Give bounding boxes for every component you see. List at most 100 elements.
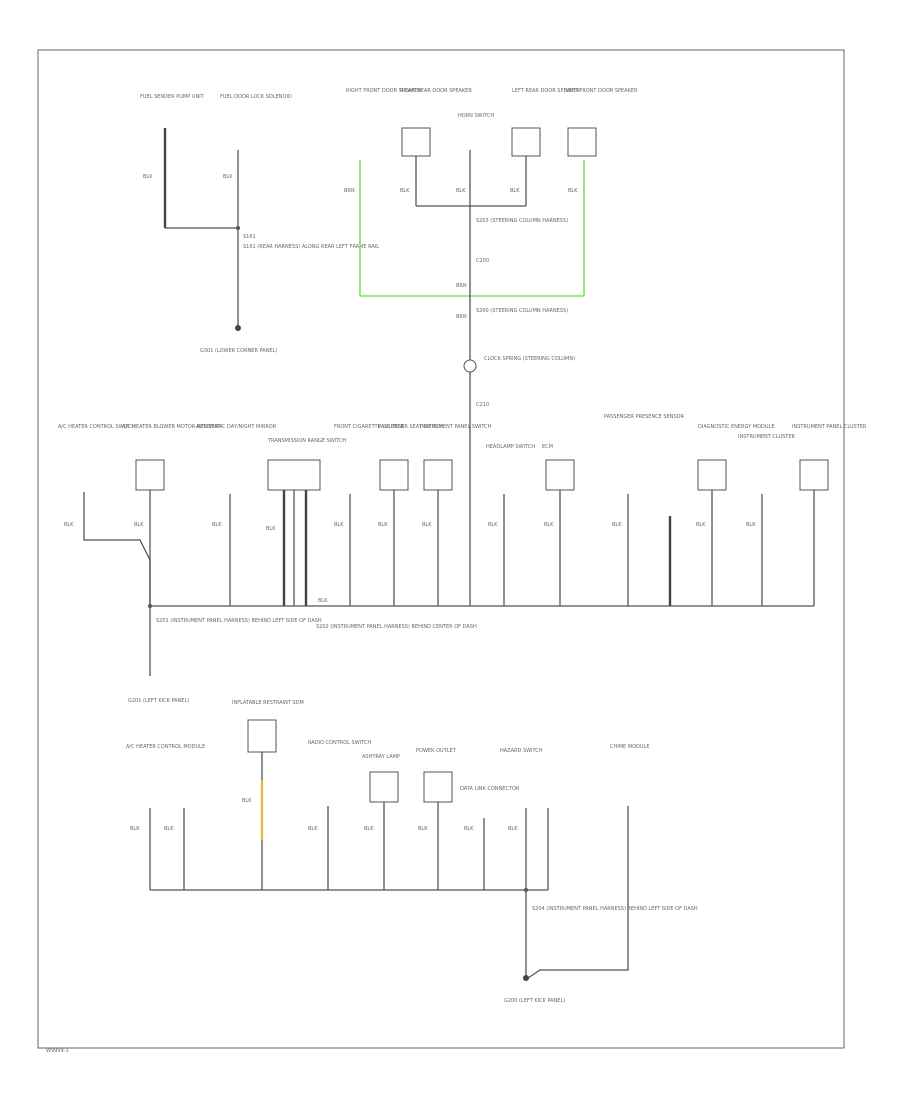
component-label: RIGHT FRONT DOOR SPEAKER <box>346 88 422 94</box>
wire-color-label: BLK <box>418 826 428 832</box>
connector-tag: C210 <box>476 402 489 408</box>
wire-color-label: BLK <box>164 826 174 832</box>
wire <box>83 492 151 606</box>
splice-dot <box>524 888 528 892</box>
splice-dot <box>148 604 152 608</box>
speaker-box <box>567 127 597 157</box>
component-label: DATA LINK CONNECTOR <box>460 786 520 792</box>
clockspring-label: CLOCK SPRING (STEERING COLUMN) <box>484 356 575 362</box>
component-label: HAZARD SWITCH <box>500 748 543 754</box>
wire-color-label: BLK <box>223 174 233 180</box>
component-label: INSTRUMENT PANEL SWITCH <box>420 424 492 430</box>
component-label: RIGHT REAR DOOR SPEAKER <box>400 88 472 94</box>
wire-color-label: BLK <box>544 522 554 528</box>
clockspring-symbol <box>463 359 477 373</box>
speaker-box <box>511 127 541 157</box>
component-box <box>423 459 453 491</box>
component-label: ASHTRAY LAMP <box>362 754 400 760</box>
component-box <box>799 459 829 491</box>
component-box <box>135 459 165 491</box>
ground-label: G200 (LEFT KICK PANEL) <box>504 998 565 1004</box>
top-center-section: RIGHT FRONT DOOR SPEAKER RIGHT REAR DOOR… <box>344 88 638 410</box>
ground-symbol <box>235 325 241 331</box>
component-label: ECM <box>542 444 553 450</box>
component-label: DIAGNOSTIC ENERGY MODULE <box>698 424 775 430</box>
wire-color-label: BLK <box>378 522 388 528</box>
component-label: PASSENGER PRESENCE SENSOR <box>604 414 685 420</box>
component-label: POWER OUTLET <box>416 748 457 754</box>
component-label: A/C HEATER BLOWER MOTOR RESISTOR <box>122 424 222 430</box>
wire-color-label: BLK <box>308 826 318 832</box>
component-label: HEADLAMP SWITCH <box>486 444 535 450</box>
footer-code: W9999-1 <box>46 1048 69 1054</box>
splice-description: S161 (REAR HARNESS) ALONG REAR LEFT FRAM… <box>243 244 379 250</box>
component-label: A/C HEATER CONTROL SWITCH <box>58 424 135 430</box>
middle-section: A/C HEATER CONTROL SWITCH A/C HEATER BLO… <box>58 410 867 704</box>
wire-color-label: BRN <box>344 188 355 194</box>
component-label: PASSENGER SEAT SWITCH <box>378 424 443 430</box>
splice-label: S201 (INSTRUMENT PANEL HARNESS) BEHIND L… <box>156 618 322 624</box>
component-box <box>423 771 453 803</box>
wire-color-label: BLK <box>143 174 153 180</box>
component-label: AUTOMATIC DAY/NIGHT MIRROR <box>196 424 277 430</box>
component-box <box>247 719 277 753</box>
wire-color-label: BLK <box>508 826 518 832</box>
component-label: CHIME MODULE <box>610 744 650 750</box>
component-box <box>379 459 409 491</box>
wire-color-label: BLK <box>266 526 276 532</box>
component-label: INSTRUMENT CLUSTER <box>738 434 796 440</box>
ground-label: G301 (LOWER CORNER PANEL) <box>200 348 277 354</box>
diagram-border <box>37 49 845 1049</box>
wire-color-label: BLK <box>464 826 474 832</box>
component-box <box>369 771 399 803</box>
component-box <box>267 459 321 491</box>
wire-color-label: BLK <box>746 522 756 528</box>
splice-label: S203 (STEERING COLUMN HARNESS) <box>476 218 568 224</box>
component-box <box>545 459 575 491</box>
top-left-section: FUEL SENDER PUMP UNIT FUEL DOOR LOCK SOL… <box>140 94 379 354</box>
wire-color-label: BRN <box>456 314 467 320</box>
component-label: FRONT CIGARETTE LIGHTER <box>334 424 404 430</box>
fuel-sender-label: FUEL SENDER PUMP UNIT <box>140 94 205 100</box>
wire-color-label: BLK <box>696 522 706 528</box>
component-label: RADIO CONTROL SWITCH <box>308 740 371 746</box>
wire <box>527 806 629 979</box>
component-label: HORN SWITCH <box>458 113 494 119</box>
wire-color-label: BLK <box>488 522 498 528</box>
component-label: A/C HEATER CONTROL MODULE <box>126 744 205 750</box>
component-label: LEFT REAR DOOR SPEAKER <box>512 88 580 94</box>
splice-dot <box>236 226 240 230</box>
component-label: LEFT FRONT DOOR SPEAKER <box>566 88 638 94</box>
wire-color-label: BLK <box>456 188 466 194</box>
connector-tag: C200 <box>476 258 489 264</box>
wire-color-label: BLK <box>130 826 140 832</box>
wire-color-label: BLK <box>334 522 344 528</box>
component-label: INSTRUMENT PANEL CLUSTER <box>792 424 867 430</box>
wire-color-label: BLK <box>64 522 74 528</box>
wire-color-label: BLK <box>242 798 252 804</box>
component-label: INFLATABLE RESTRAINT SDM <box>232 700 304 706</box>
ground-label: G201 (LEFT KICK PANEL) <box>128 698 189 704</box>
wire-color-label: BLK <box>568 188 578 194</box>
wire-color-label: BLK <box>510 188 520 194</box>
wire-color-label: BLK <box>212 522 222 528</box>
ground-symbol <box>523 975 529 981</box>
speaker-box <box>401 127 431 157</box>
component-box <box>697 459 727 491</box>
fuel-door-label: FUEL DOOR LOCK SOLENOID <box>220 94 292 100</box>
wire-color-label: BLK <box>400 188 410 194</box>
splice-label: S200 (STEERING COLUMN HARNESS) <box>476 308 568 314</box>
wire-color-label: BLK <box>364 826 374 832</box>
splice-label: S204 (INSTRUMENT PANEL HARNESS) BEHIND L… <box>532 906 698 912</box>
splice-label: S161 <box>243 234 256 240</box>
wire-color-label: BRN <box>456 283 467 289</box>
bus-label: BLK <box>318 598 328 604</box>
wire-color-label: BLK <box>612 522 622 528</box>
wire-color-label: BLK <box>422 522 432 528</box>
wire-color-label: BLK <box>134 522 144 528</box>
splice-label: S202 (INSTRUMENT PANEL HARNESS) BEHIND C… <box>316 624 477 630</box>
component-label: TRANSMISSION RANGE SWITCH <box>267 438 346 444</box>
bottom-section: A/C HEATER CONTROL MODULE INFLATABLE RES… <box>126 700 698 1004</box>
